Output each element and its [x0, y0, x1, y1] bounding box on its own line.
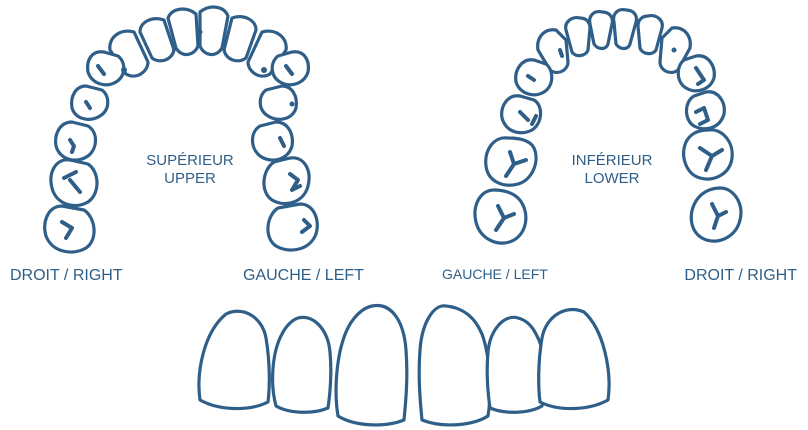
upper-tooth[interactable] — [272, 52, 308, 85]
upper-tooth[interactable] — [56, 122, 96, 160]
lower-arch — [475, 10, 741, 243]
lower-tooth[interactable] — [678, 56, 714, 91]
lower-tooth[interactable] — [638, 16, 662, 54]
upper-label-en: UPPER — [164, 170, 216, 187]
front-tooth[interactable] — [199, 311, 269, 408]
lower-side-right-label: DROIT / RIGHT — [684, 267, 797, 284]
front-tooth[interactable] — [273, 317, 331, 412]
upper-label-fr: SUPÉRIEUR — [146, 152, 234, 169]
lower-tooth[interactable] — [566, 18, 590, 56]
front-teeth — [199, 305, 609, 424]
upper-tooth[interactable] — [88, 52, 124, 85]
lower-tooth[interactable] — [590, 12, 613, 49]
lower-label-en: LOWER — [584, 170, 639, 187]
lower-tooth[interactable] — [486, 138, 536, 185]
upper-tooth[interactable] — [264, 158, 309, 204]
upper-side-left-label: GAUCHE / LEFT — [243, 267, 364, 284]
front-tooth[interactable] — [419, 306, 490, 425]
lower-tooth[interactable] — [516, 60, 552, 95]
upper-tooth[interactable] — [72, 86, 108, 119]
upper-side-right-label: DROIT / RIGHT — [10, 267, 123, 284]
front-tooth[interactable] — [487, 317, 545, 412]
upper-arch — [45, 7, 317, 252]
lower-tooth[interactable] — [614, 10, 637, 49]
front-tooth[interactable] — [539, 310, 609, 409]
lower-side-left-label: GAUCHE / LEFT — [442, 266, 548, 282]
front-tooth[interactable] — [336, 305, 407, 424]
lower-tooth[interactable] — [475, 190, 526, 243]
lower-label-fr: INFÉRIEUR — [572, 152, 653, 169]
upper-tooth[interactable] — [253, 122, 293, 160]
